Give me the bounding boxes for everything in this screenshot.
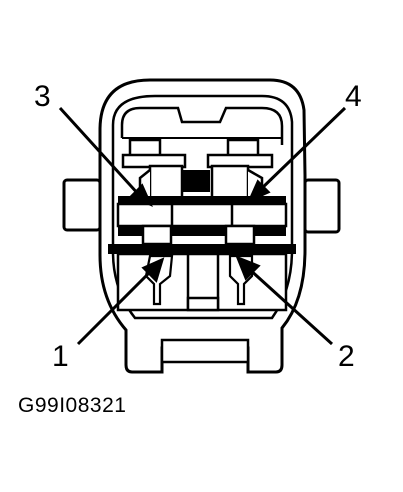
callout-2: 2: [338, 340, 355, 373]
figure-code: G99I08321: [18, 394, 127, 417]
arrowhead-3: [129, 183, 153, 207]
arrowhead-4: [247, 179, 271, 203]
arrowhead-1: [141, 257, 165, 283]
arrowhead-2: [235, 255, 261, 281]
callout-4: 4: [345, 80, 362, 113]
retainer-body: [116, 202, 288, 246]
housing-inner-shell: [111, 94, 294, 320]
leader-3: [58, 106, 142, 198]
terminal-retainer-bands: [108, 170, 296, 254]
leader-1: [76, 268, 154, 346]
left-side-tab: [62, 178, 102, 232]
leader-4: [258, 106, 347, 192]
leader-lines: [58, 106, 347, 346]
callout-1: 1: [52, 340, 69, 373]
bottom-latch-tab: [160, 338, 250, 364]
connector-housing: [98, 78, 307, 374]
callout-3: 3: [34, 80, 51, 113]
upper-cavity: [120, 106, 284, 145]
terminal-3-shape: [121, 138, 187, 204]
side-tabs: [62, 178, 341, 234]
leader-2: [246, 266, 334, 346]
right-side-tab: [303, 178, 341, 234]
lower-cavity: [116, 252, 288, 312]
